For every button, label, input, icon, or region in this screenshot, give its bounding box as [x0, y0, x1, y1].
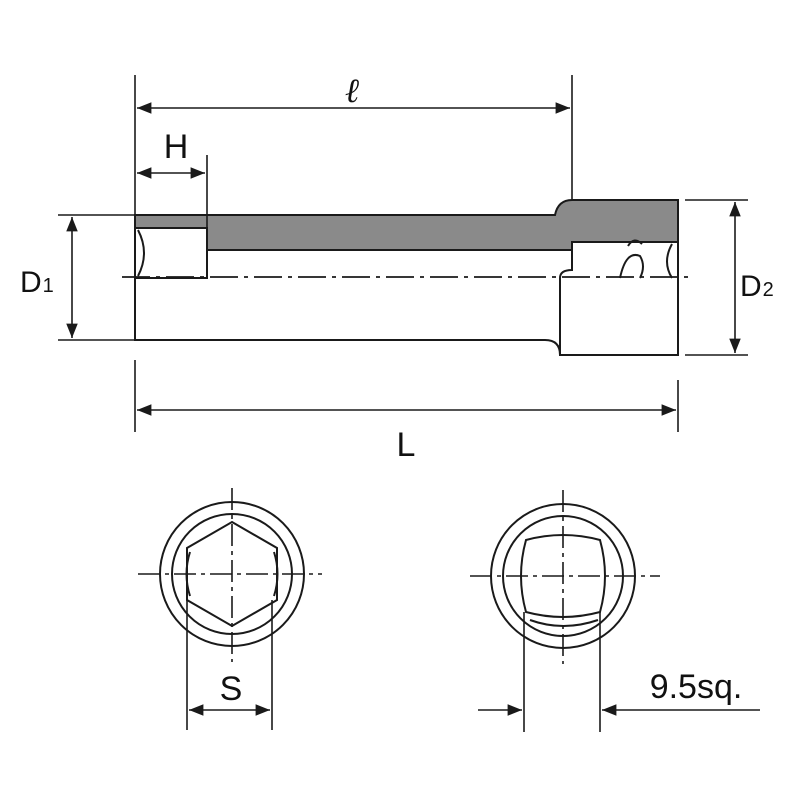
- square-drive-label: 9.5sq.: [650, 668, 743, 706]
- dim-socket-length: [134, 75, 573, 215]
- dim-overall-length: [134, 360, 679, 432]
- hex-end-centerlines: [138, 488, 322, 662]
- square-opening-inner: [529, 619, 599, 627]
- hex-size-label: S: [220, 670, 243, 708]
- square-drive-detail: [619, 254, 644, 279]
- square-drive-notch: [627, 239, 643, 247]
- d1-label: D1: [20, 266, 54, 299]
- d2-label: D2: [740, 270, 774, 303]
- dim-hex-size: [186, 600, 273, 730]
- overall-length-label: L: [397, 426, 416, 464]
- hex-depth-label: H: [164, 128, 189, 166]
- dim-d2: [685, 199, 748, 356]
- square-end-centerlines: [470, 490, 660, 664]
- cutaway-shading: [134, 199, 679, 251]
- hex-bore: [135, 227, 208, 279]
- dim-d1: [58, 214, 135, 341]
- hex-bore-edge: [137, 229, 145, 277]
- dim-hex-depth: [137, 155, 208, 228]
- d2-letter: D: [740, 270, 762, 303]
- socket-length-label: ℓ: [345, 73, 359, 110]
- shoulder-line: [559, 242, 573, 355]
- d1-subscript: 1: [43, 275, 54, 297]
- d2-subscript: 2: [763, 279, 774, 301]
- square-drive-edge: [666, 243, 673, 279]
- side-view: [134, 199, 679, 356]
- dim-square-drive: [478, 612, 760, 732]
- d1-letter: D: [20, 266, 42, 299]
